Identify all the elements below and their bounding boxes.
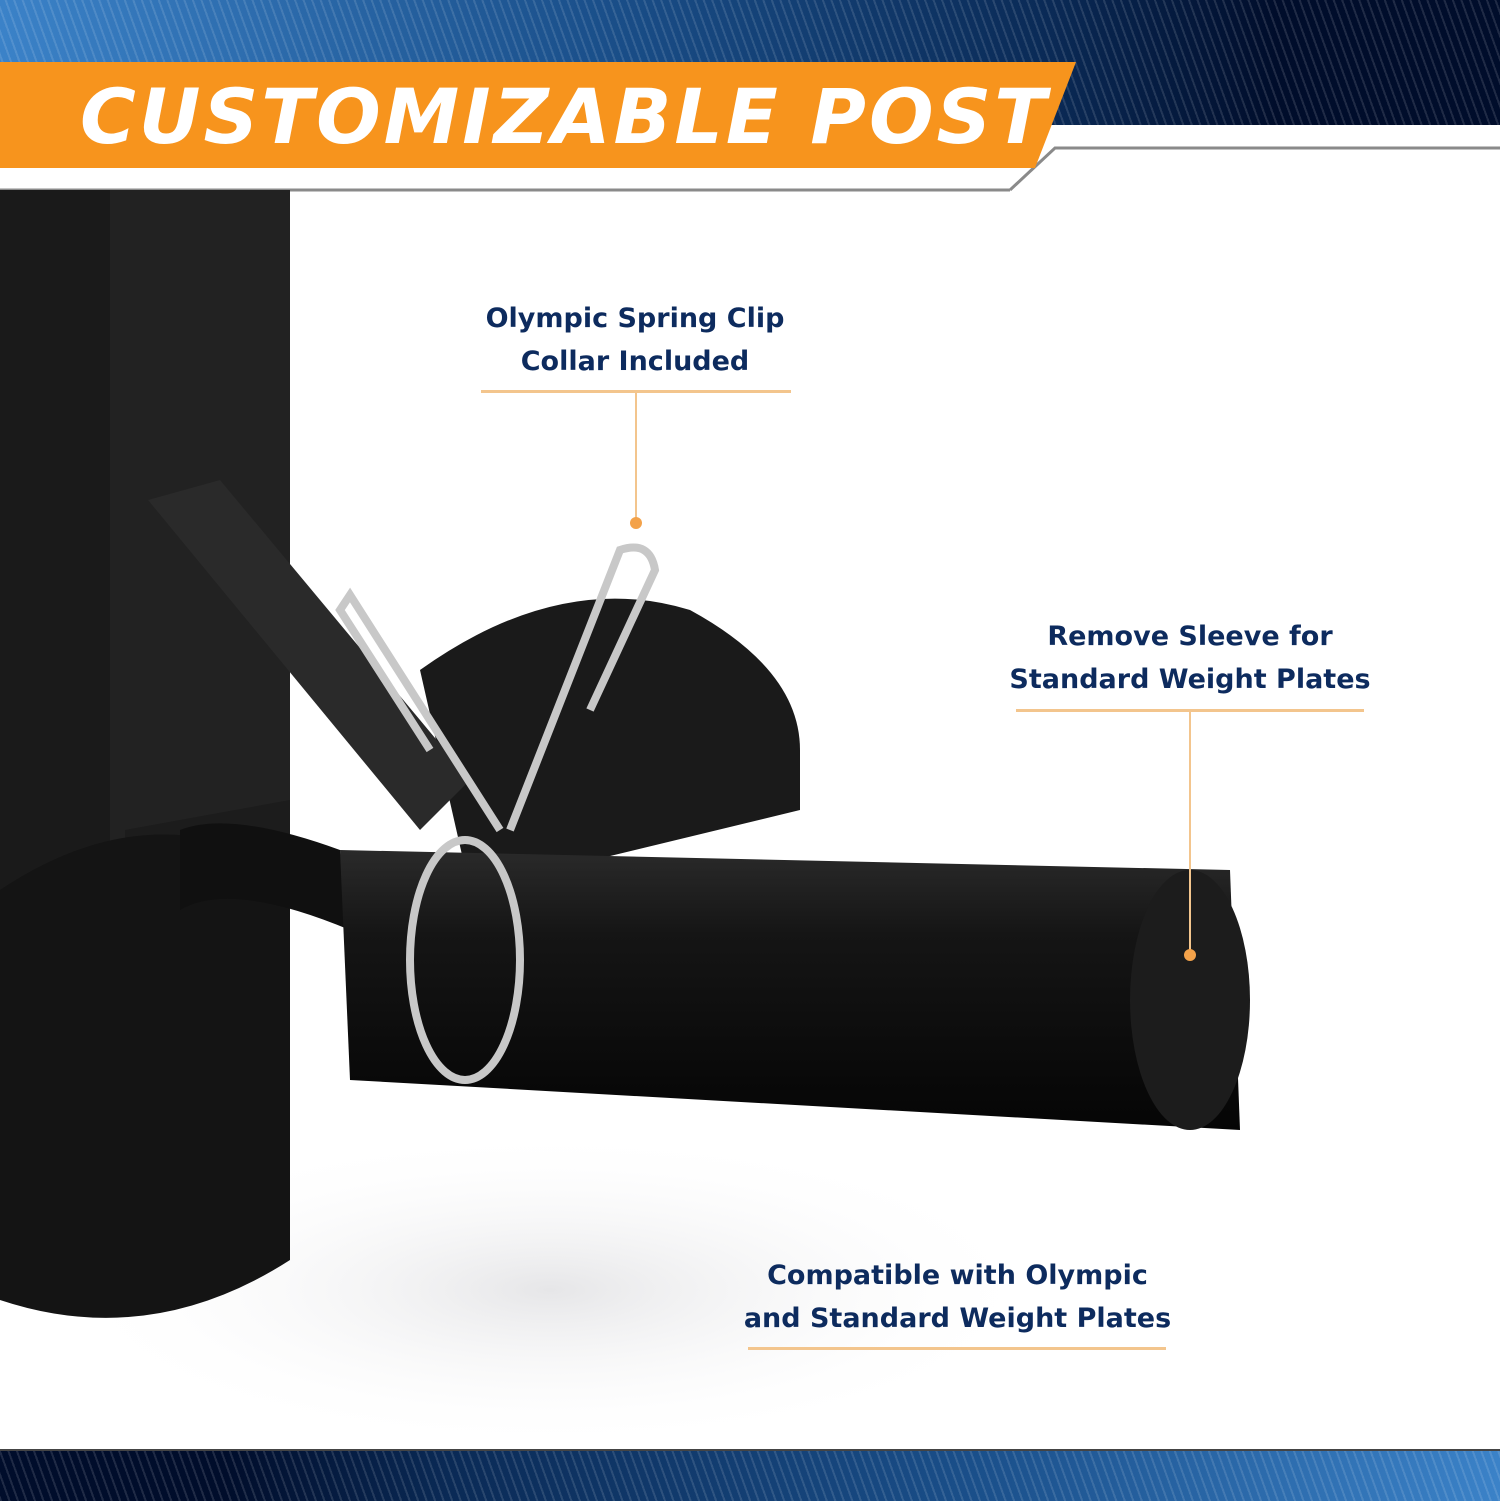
callout-line: and Standard Weight Plates <box>743 1303 1172 1334</box>
product-photo <box>0 190 1250 1450</box>
header-banner-shapes <box>0 62 1500 200</box>
roller-pad-lower <box>0 834 290 1318</box>
sleeve-end-cap <box>1130 870 1250 1130</box>
callout-underline <box>1016 709 1364 712</box>
callout-line: Compatible with Olympic <box>767 1260 1148 1291</box>
callout-underline <box>748 1347 1166 1350</box>
callout-line: Standard Weight Plates <box>1009 664 1371 695</box>
orange-title-banner <box>0 62 1076 168</box>
callout-line: Collar Included <box>520 346 750 377</box>
callout-compatibility: Compatible with Olympic and Standard Wei… <box>730 1254 1185 1340</box>
callout-leader-line <box>1189 711 1191 951</box>
callout-remove-sleeve: Remove Sleeve for Standard Weight Plates <box>1000 615 1380 701</box>
callout-underline <box>481 390 791 393</box>
page-title: CUSTOMIZABLE POST <box>80 72 1050 161</box>
callout-leader-line <box>635 392 637 520</box>
callout-line: Olympic Spring Clip <box>485 303 785 334</box>
weight-post-sleeve <box>340 850 1240 1130</box>
footer-background-band <box>0 1449 1500 1501</box>
callout-spring-clip: Olympic Spring Clip Collar Included <box>455 297 815 383</box>
callout-marker-dot <box>1184 949 1196 961</box>
post-bracket <box>148 480 470 830</box>
callout-line: Remove Sleeve for <box>1047 621 1333 652</box>
callout-marker-dot <box>630 517 642 529</box>
spring-clip-collar <box>406 836 524 1084</box>
